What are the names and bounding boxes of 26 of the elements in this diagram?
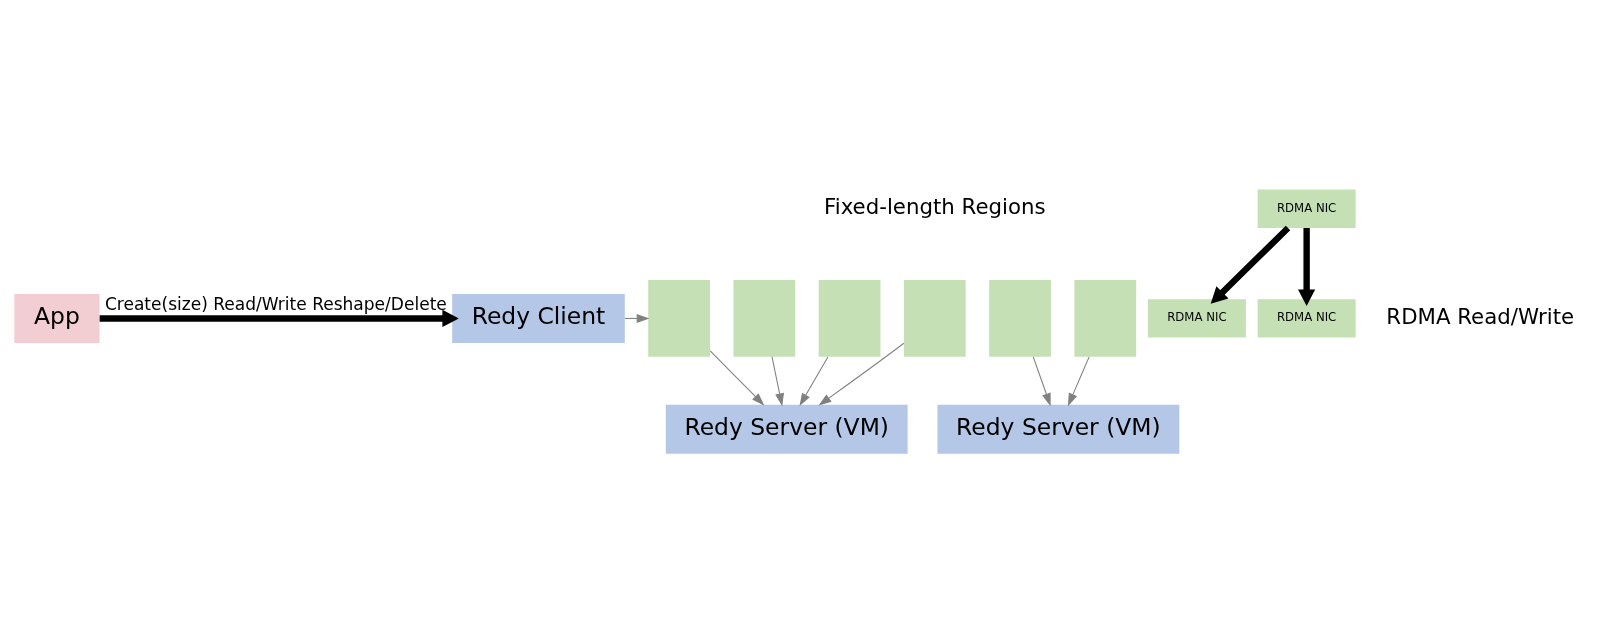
node-box [648,279,710,357]
node-box: RDMA NIC [1257,189,1356,228]
arrow [99,309,459,327]
arrow [624,313,650,323]
arrow [1032,355,1051,406]
node-box [1074,279,1137,357]
node-box [989,279,1051,357]
node-box: RDMA NIC [1147,298,1246,338]
edge-label: Create(size) Read/Write Reshape/Delete [104,293,447,314]
label: Fixed-length Regions [824,193,1046,219]
node-box: Redy Client [452,293,625,343]
node-box: RDMA NIC [1257,298,1356,338]
node-box: App [14,293,100,343]
arrow [799,355,829,406]
node-box [903,279,966,357]
label: RDMA Read/Write [1386,303,1575,329]
node-box: Redy Server (VM) [665,404,908,454]
arrow [709,349,765,406]
node-box: Redy Server (VM) [937,404,1180,454]
node-box [818,279,881,357]
arrow [771,355,785,406]
arrow [1298,227,1316,306]
arrow [818,342,905,406]
arrow [1067,355,1090,406]
node-box [733,279,796,357]
arrow [1210,225,1291,304]
